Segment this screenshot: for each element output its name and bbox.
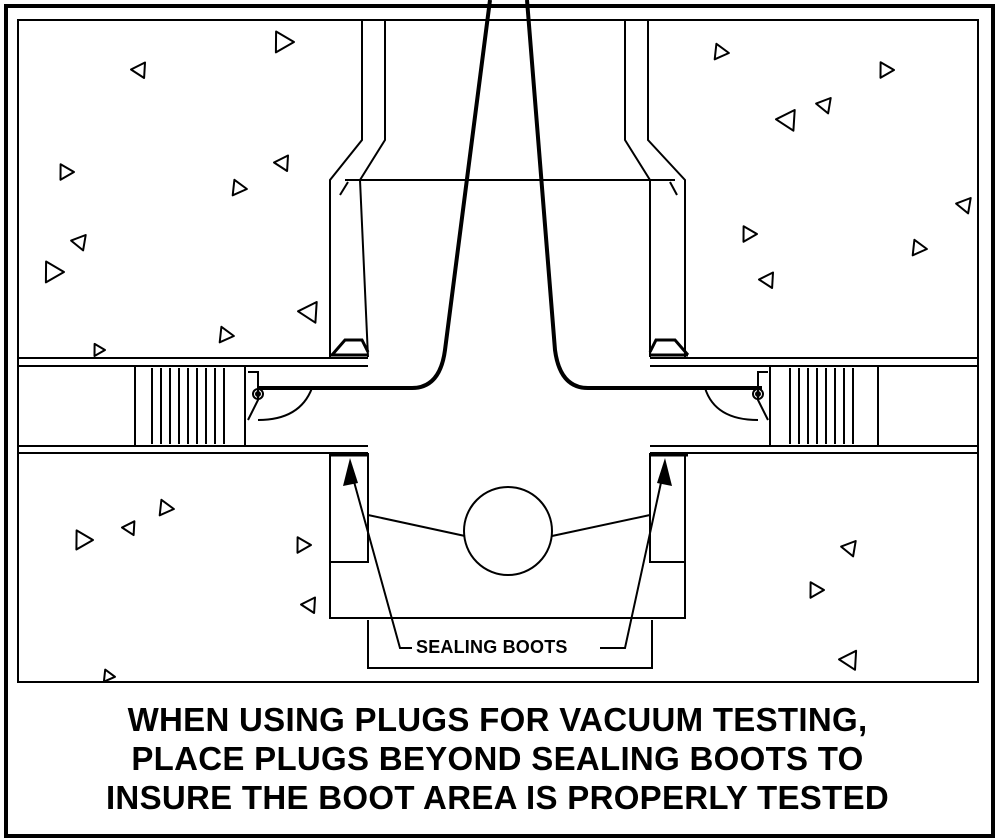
stone [70, 234, 87, 252]
stone [297, 301, 318, 324]
pipe-left [18, 357, 368, 454]
stone [44, 260, 65, 284]
manhole-wall-left [329, 20, 386, 619]
stone [815, 97, 832, 115]
drawing-panel [17, 19, 979, 683]
stone [300, 596, 316, 614]
inflatable-ball-plug-icon [463, 486, 553, 576]
manhole-base [330, 179, 685, 619]
caption-line-1: WHEN USING PLUGS FOR VACUUM TESTING, [127, 701, 868, 738]
stone [75, 529, 94, 551]
stone [775, 109, 796, 132]
caption-line-3: INSURE THE BOOT AREA IS PROPERLY TESTED [105, 779, 890, 816]
manhole-wall-right [624, 20, 686, 619]
stone [273, 154, 289, 172]
stone [274, 30, 295, 54]
stone [758, 271, 774, 289]
stone [231, 178, 248, 197]
caption: WHEN USING PLUGS FOR VACUUM TESTING, PLA… [0, 700, 995, 817]
stone [296, 536, 312, 554]
stone [93, 342, 106, 357]
stone [840, 540, 857, 558]
sealing-boots-label: SEALING BOOTS [412, 636, 572, 658]
stone [742, 225, 758, 243]
stone [838, 649, 858, 671]
stone [102, 668, 116, 683]
boot-ledges [330, 338, 690, 457]
stone [713, 42, 730, 61]
callout-leaders [352, 477, 663, 669]
stone [809, 581, 825, 599]
stone [955, 197, 972, 215]
stone [879, 61, 895, 79]
clamp-icon [247, 371, 769, 421]
stone [911, 238, 928, 257]
stone [121, 520, 136, 537]
stone [130, 61, 146, 79]
pipe-plug-icon [134, 365, 879, 447]
caption-line-2: PLACE PLUGS BEYOND SEALING BOOTS TO [131, 740, 864, 777]
test-cable-left [258, 0, 492, 390]
ball-tethers [367, 514, 651, 537]
test-cable-right [525, 0, 762, 390]
stone [59, 163, 75, 181]
aggregate-stone-icon [44, 30, 972, 683]
stone [158, 498, 175, 517]
plug-ribs [151, 368, 854, 444]
stone [218, 325, 235, 344]
arrow-up-icon [343, 458, 672, 486]
